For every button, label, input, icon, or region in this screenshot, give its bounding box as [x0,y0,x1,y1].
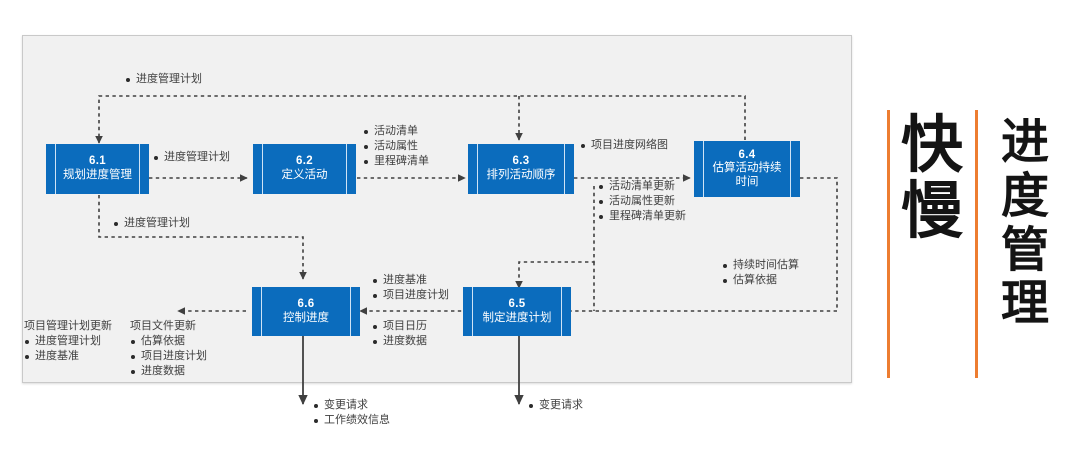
annotation-item: 进度管理计划 [113,216,190,231]
annotation-header: 项目文件更新 [130,320,196,332]
annotation-item: 项目进度计划 [130,349,207,364]
box-name: 定义活动 [281,169,328,181]
banner-kuai-man: 快 慢 [900,108,963,247]
annotation-item: 变更请求 [528,398,583,413]
annotation-6-1-to-6-2: 进度管理计划 [153,150,230,165]
annotation-item: 进度数据 [130,364,207,379]
annotation-item: 里程碑清单更新 [598,209,686,224]
annotation-item: 工作绩效信息 [313,413,390,428]
annotation-item: 活动清单 [363,124,429,139]
annotation-item: 估算依据 [722,273,799,288]
annotation-item: 估算依据 [130,334,207,349]
process-box-6-5[interactable]: 6.5 制定进度计划 [463,287,571,336]
annotation-document-updates: 项目文件更新 估算依据 项目进度计划 进度数据 [130,319,207,379]
annotation-item: 项目进度计划 [372,288,449,303]
banner-schedule-management: 进 度 管 理 [1000,114,1049,332]
annotation-6-3-updates: 活动清单更新 活动属性更新 里程碑清单更新 [598,179,686,224]
box-number: 6.4 [738,148,756,161]
annotation-top-feedback: 进度管理计划 [125,72,202,87]
process-box-6-2[interactable]: 6.2 定义活动 [253,144,356,194]
annotation-output-6-6: 变更请求 工作绩效信息 [313,398,390,428]
annotation-item: 活动属性 [363,139,429,154]
annotation-item: 进度数据 [372,334,427,349]
box-text: 6.5 制定进度计划 [471,298,564,325]
process-box-6-4[interactable]: 6.4 估算活动持续 时间 [694,141,800,197]
annotation-6-2-to-6-3: 活动清单 活动属性 里程碑清单 [363,124,429,169]
box-text: 6.1 规划进度管理 [51,155,144,182]
box-text: 6.4 估算活动持续 时间 [701,149,794,190]
annotation-item: 进度基准 [372,273,449,288]
accent-bar-left [887,110,890,378]
box-number: 6.2 [296,155,313,168]
annotation-mid-feedback: 进度管理计划 [113,216,190,231]
box-number: 6.6 [297,297,315,310]
annotation-item: 项目日历 [372,319,427,334]
annotation-pm-plan-updates: 项目管理计划更新 进度管理计划 进度基准 [24,319,112,364]
annotation-6-5-to-6-6-top: 进度基准 项目进度计划 [372,273,449,303]
box-number: 6.5 [508,297,526,310]
box-text: 6.6 控制进度 [271,298,341,325]
box-name: 排列活动顺序 [486,169,556,181]
box-number: 6.3 [512,155,530,168]
annotation-6-3-to-6-4: 项目进度网络图 [580,138,668,153]
process-box-6-1[interactable]: 6.1 规划进度管理 [46,144,149,194]
annotation-item: 进度管理计划 [24,334,112,349]
annotation-output-6-5: 变更请求 [528,398,583,413]
box-number: 6.1 [89,155,106,168]
box-name: 制定进度计划 [482,311,552,324]
process-box-6-3[interactable]: 6.3 排列活动顺序 [468,144,574,194]
box-name: 规划进度管理 [63,169,132,181]
annotation-item: 活动清单更新 [598,179,686,194]
box-name: 控制进度 [283,311,329,324]
box-name: 估算活动持续 时间 [712,162,782,188]
annotation-item: 持续时间估算 [722,258,799,273]
box-text: 6.2 定义活动 [270,155,340,182]
annotation-item: 进度基准 [24,349,112,364]
annotation-item: 项目进度网络图 [580,138,668,153]
annotation-item: 活动属性更新 [598,194,686,209]
process-box-6-6[interactable]: 6.6 控制进度 [252,287,360,336]
annotation-item: 变更请求 [313,398,390,413]
box-text: 6.3 排列活动顺序 [475,155,568,182]
accent-bar-right [975,110,978,378]
annotation-header: 项目管理计划更新 [24,320,112,332]
annotation-item: 里程碑清单 [363,154,429,169]
annotation-6-5-to-6-6-bottom: 项目日历 进度数据 [372,319,427,349]
annotation-6-4-duration: 持续时间估算 估算依据 [722,258,799,288]
annotation-item: 进度管理计划 [125,72,202,87]
annotation-item: 进度管理计划 [153,150,230,165]
